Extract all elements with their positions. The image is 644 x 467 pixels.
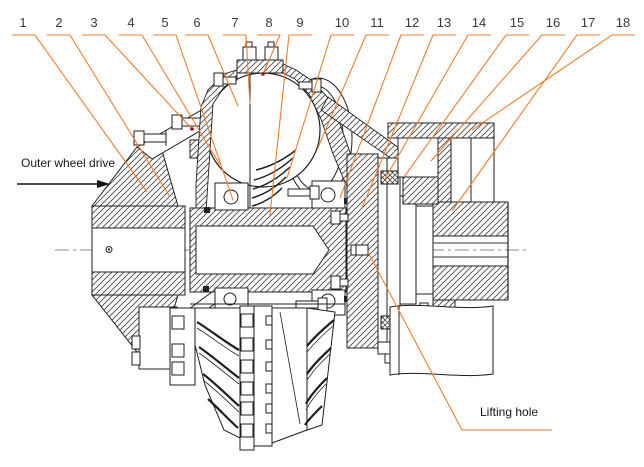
leader-14 xyxy=(384,34,491,180)
part-number-8: 8 xyxy=(265,15,273,30)
torque-bracket xyxy=(387,122,495,205)
part-number-13: 13 xyxy=(436,15,452,30)
input-shaft xyxy=(91,205,186,296)
leader-3 xyxy=(82,34,193,130)
leader-lines xyxy=(12,34,635,431)
drive-direction-arrow xyxy=(17,180,110,188)
lifting-hole xyxy=(350,244,369,256)
housing-cap xyxy=(236,59,284,74)
part-number-3: 3 xyxy=(90,15,98,30)
part-number-17: 17 xyxy=(580,15,596,30)
bevel-pinion-teeth xyxy=(251,149,297,207)
output-hub-blocks xyxy=(432,193,509,309)
part-number-1: 1 xyxy=(19,15,27,30)
part-number-5: 5 xyxy=(161,15,169,30)
part-number-14: 14 xyxy=(471,15,487,30)
leader-11 xyxy=(316,34,389,151)
part-number-6: 6 xyxy=(193,15,201,30)
wheel-rim xyxy=(389,304,494,377)
part-number-15: 15 xyxy=(509,15,525,30)
leader-10 xyxy=(286,34,354,179)
part-number-11: 11 xyxy=(370,15,384,30)
lifting-hole-label: Lifting hole xyxy=(480,405,539,419)
leader-6 xyxy=(185,34,239,107)
part-number-10: 10 xyxy=(334,15,350,30)
leader-5 xyxy=(153,34,234,201)
part-number-2: 2 xyxy=(55,15,63,30)
leader-1 xyxy=(12,34,148,193)
leader-12 xyxy=(339,34,424,199)
leader-2 xyxy=(47,34,171,198)
leader-13 xyxy=(361,34,456,209)
leader-15 xyxy=(403,34,529,178)
leader-8 xyxy=(257,34,281,75)
leader-18 xyxy=(471,34,635,131)
seal-upper xyxy=(380,170,399,185)
shoulder-bolts xyxy=(213,72,322,93)
wheel-hub-flange xyxy=(90,107,222,370)
gear-teeth-right xyxy=(304,319,335,426)
leader-lifting-hole xyxy=(367,251,552,431)
part-number-18: 18 xyxy=(615,15,631,30)
part-number-12: 12 xyxy=(404,15,420,30)
leader-4 xyxy=(119,34,221,166)
leader-9 xyxy=(269,34,312,216)
ring-gear xyxy=(169,303,345,451)
outer-wheel-drive-label: Outer wheel drive xyxy=(21,156,116,170)
leader-16 xyxy=(430,34,565,162)
leader-17 xyxy=(451,34,600,212)
part-number-7: 7 xyxy=(231,15,239,30)
leader-7 xyxy=(223,34,251,105)
spindle xyxy=(189,180,349,316)
part-number-9: 9 xyxy=(296,15,304,30)
gear-teeth-left xyxy=(196,321,240,429)
part-number-4: 4 xyxy=(127,15,135,30)
carrier-plate xyxy=(330,153,379,349)
part-number-16: 16 xyxy=(545,15,561,30)
